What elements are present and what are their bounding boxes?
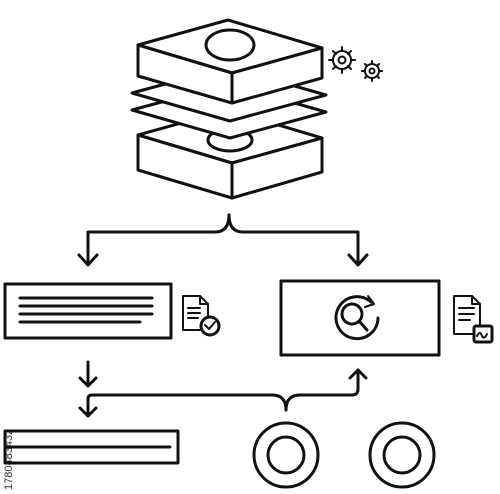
ring-2: [368, 421, 436, 489]
gear-pair-icon: [328, 46, 383, 82]
signed-document-icon: [453, 295, 494, 344]
search-refresh-box: [279, 279, 441, 357]
stacked-database-layers-icon: [130, 18, 328, 200]
left-down-arrow: [78, 360, 98, 388]
ring-1: [252, 421, 320, 489]
top-branch-connector: [77, 213, 369, 267]
text-document-box: [3, 282, 173, 340]
output-bar: [3, 429, 180, 465]
approved-document-icon: [182, 295, 221, 337]
bottom-merge-connector: [78, 368, 368, 418]
